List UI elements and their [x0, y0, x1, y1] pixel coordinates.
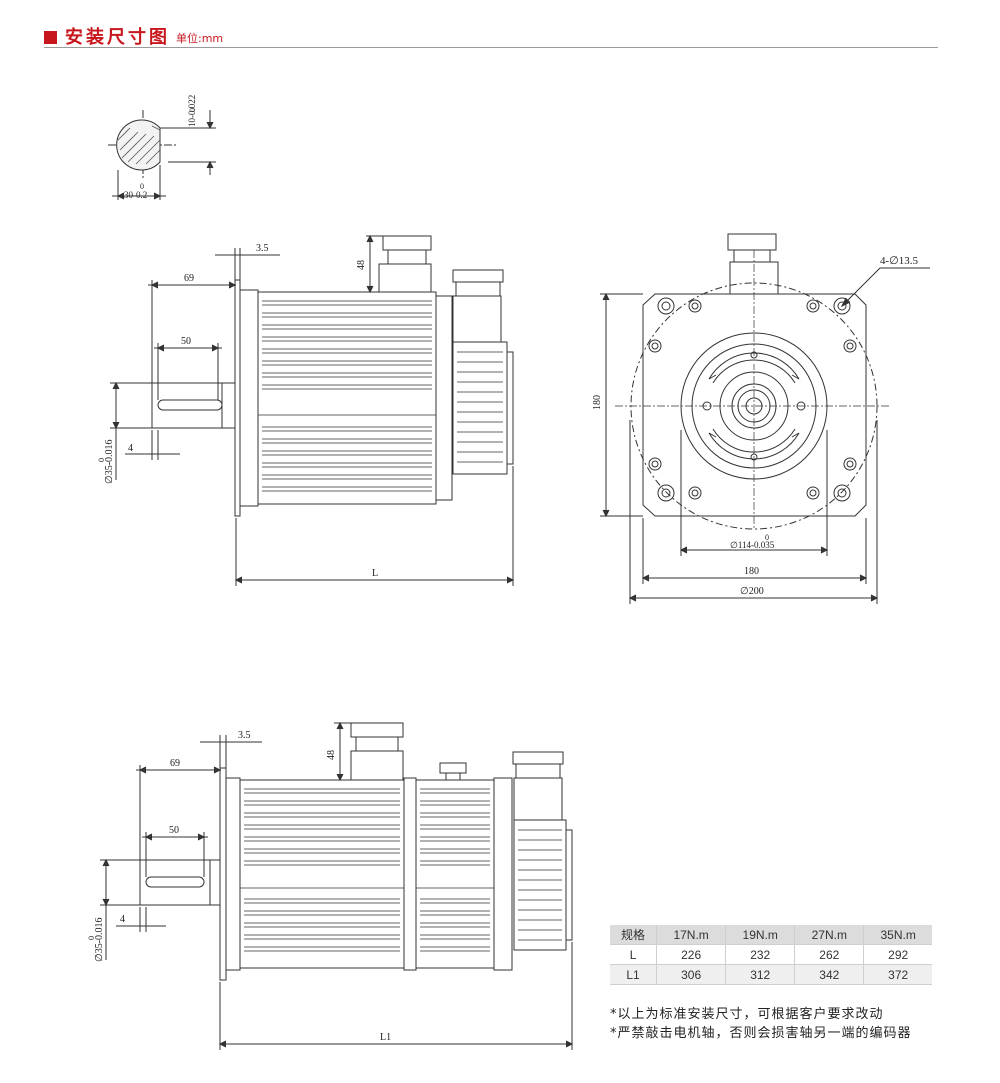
table-header-cell: 35N.m	[863, 925, 932, 945]
table-cell: 342	[794, 964, 864, 985]
section-title: 安装尺寸图	[65, 27, 170, 48]
note-item: *以上为标准安装尺寸，可根据客户要求改动	[610, 1007, 884, 1022]
table-header-row: 规格 17N.m 19N.m 27N.m 35N.m	[610, 925, 932, 945]
key-width-tol: 0	[188, 108, 197, 112]
key-length-label-1: 50	[181, 336, 191, 347]
table-cell: 232	[725, 944, 795, 965]
header-divider	[44, 47, 938, 48]
table-header-cell: 27N.m	[794, 925, 864, 945]
side-view-2	[100, 721, 574, 1050]
table-cell: L	[610, 944, 657, 965]
pilot-diameter-tol: 0	[765, 533, 769, 542]
section-header: 安装尺寸图 单位:mm	[44, 24, 223, 48]
key-length-label-2: 50	[169, 825, 179, 836]
table-header-cell: 17N.m	[656, 925, 726, 945]
flange-thickness-label-2: 3.5	[238, 730, 251, 741]
table-row: L1 306 312 342 372	[610, 964, 932, 985]
mount-holes-label: 4-∅13.5	[880, 255, 918, 267]
shaft-length-label-1: 69	[184, 273, 194, 284]
connector-height-label-1: 48	[356, 260, 367, 270]
shaft-diameter-label-2: ∅35-0.016	[94, 917, 105, 962]
shaft-length-label-2: 69	[170, 758, 180, 769]
length-l1-label: L1	[380, 1032, 391, 1043]
pilot-diameter-label: ∅114-0.035	[730, 540, 775, 550]
flange-thickness-label-1: 3.5	[256, 243, 269, 254]
table-cell: L1	[610, 964, 657, 985]
circle-200-label: ∅200	[740, 586, 764, 597]
connector-height-label-2: 48	[326, 750, 337, 760]
table-header-cell: 规格	[610, 925, 657, 945]
table-header-cell: 19N.m	[725, 925, 795, 945]
key-depth-tol: 0	[140, 182, 144, 191]
shaft-diameter-tol-1: 0	[97, 458, 106, 462]
key-offset-label-1: 4	[128, 443, 133, 454]
shaft-diameter-label-1: ∅35-0.016	[104, 439, 115, 484]
length-l-label: L	[372, 568, 378, 579]
key-depth-dim: 30-0.2	[124, 190, 147, 200]
note-item: *严禁敲击电机轴，否则会损害轴另一端的编码器	[610, 1026, 912, 1041]
table-cell: 312	[725, 964, 795, 985]
notes: *以上为标准安装尺寸，可根据客户要求改动 *严禁敲击电机轴，否则会损害轴另一端的…	[610, 1005, 912, 1043]
key-width-dim: 10-0.022	[187, 95, 197, 127]
shaft-cross-section	[108, 110, 216, 200]
height-180-label: 180	[592, 395, 603, 410]
table-cell: 262	[794, 944, 864, 965]
table-cell: 292	[863, 944, 932, 965]
header-marker-icon	[44, 31, 57, 44]
table-row: L 226 232 262 292	[610, 944, 932, 965]
table-cell: 226	[656, 944, 726, 965]
unit-label: 单位:mm	[176, 32, 224, 45]
shaft-diameter-tol-2: 0	[87, 936, 96, 940]
side-view-1	[110, 234, 515, 586]
spec-table: 规格 17N.m 19N.m 27N.m 35N.m L 226 232 262…	[610, 925, 932, 985]
key-offset-label-2: 4	[120, 914, 125, 925]
table-cell: 372	[863, 964, 932, 985]
table-cell: 306	[656, 964, 726, 985]
front-view	[600, 233, 930, 604]
width-180-label: 180	[744, 566, 759, 577]
